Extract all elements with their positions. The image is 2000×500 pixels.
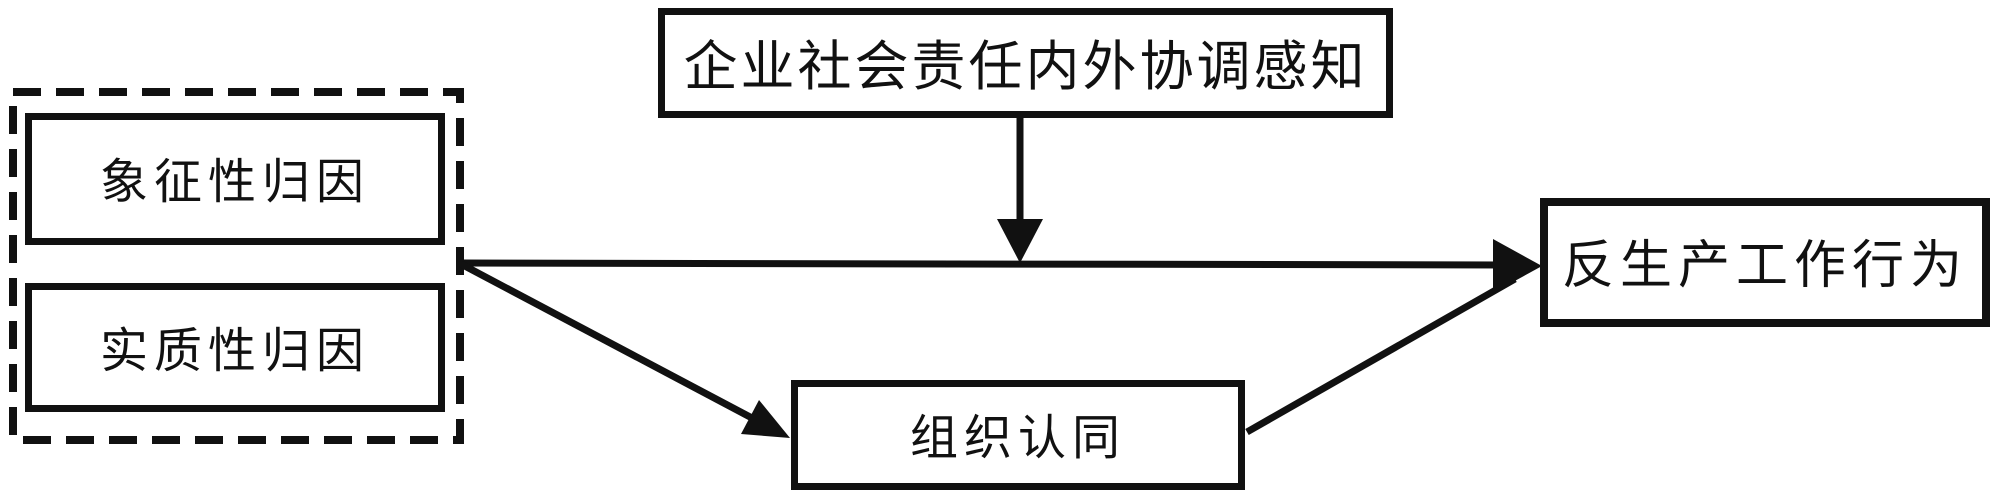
- mediation-arrow-line-1: [459, 260, 754, 422]
- mediation-arrowhead-1: [741, 400, 790, 438]
- node-symbolic-attribution-label: 象征性归因: [99, 154, 370, 210]
- node-organizational-identification: 组织认同: [791, 380, 1245, 490]
- node-csr-coordination-perception-label: 企业社会责任内外协调感知: [683, 34, 1368, 98]
- mediation-arrow-line-2: [1245, 275, 1517, 436]
- node-counterproductive-work-behavior: 反生产工作行为: [1540, 198, 1990, 327]
- moderation-arrowhead: [997, 219, 1043, 263]
- node-symbolic-attribution: 象征性归因: [25, 113, 445, 245]
- node-substantive-attribution: 实质性归因: [25, 283, 445, 412]
- main-effect-arrow-line: [458, 259, 1506, 269]
- node-organizational-identification-label: 组织认同: [909, 410, 1126, 466]
- node-counterproductive-work-behavior-label: 反生产工作行为: [1561, 236, 1968, 296]
- node-csr-coordination-perception: 企业社会责任内外协调感知: [658, 8, 1393, 118]
- node-substantive-attribution-label: 实质性归因: [99, 322, 370, 379]
- outcome-arrowhead: [1493, 239, 1542, 293]
